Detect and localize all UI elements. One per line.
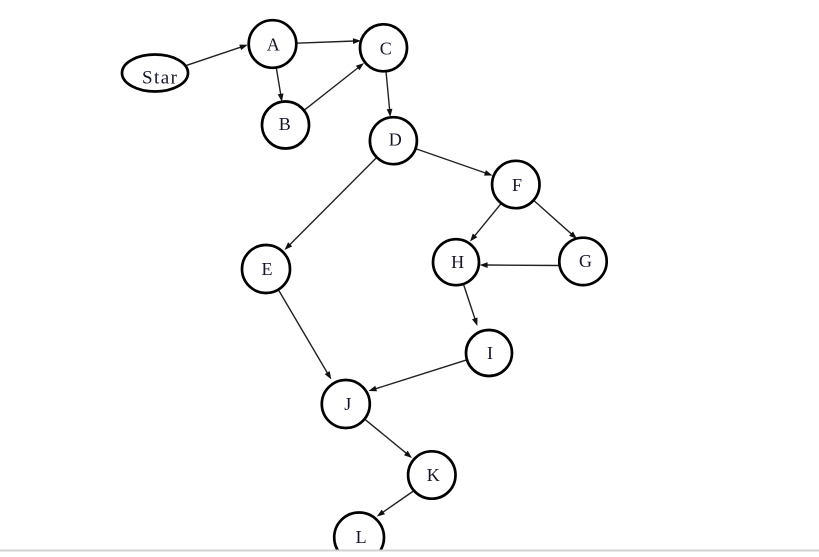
svg-text:F: F xyxy=(512,175,522,195)
svg-text:A: A xyxy=(267,34,280,54)
svg-text:B: B xyxy=(279,114,291,134)
svg-text:D: D xyxy=(389,130,402,150)
svg-text:H: H xyxy=(451,252,464,272)
svg-text:E: E xyxy=(262,259,273,279)
svg-text:G: G xyxy=(579,251,592,271)
svg-text:J: J xyxy=(344,394,351,414)
svg-text:C: C xyxy=(380,38,392,58)
svg-text:I: I xyxy=(487,343,493,363)
svg-text:K: K xyxy=(427,465,440,485)
svg-text:Star: Star xyxy=(142,68,178,89)
svg-text:L: L xyxy=(356,527,367,547)
